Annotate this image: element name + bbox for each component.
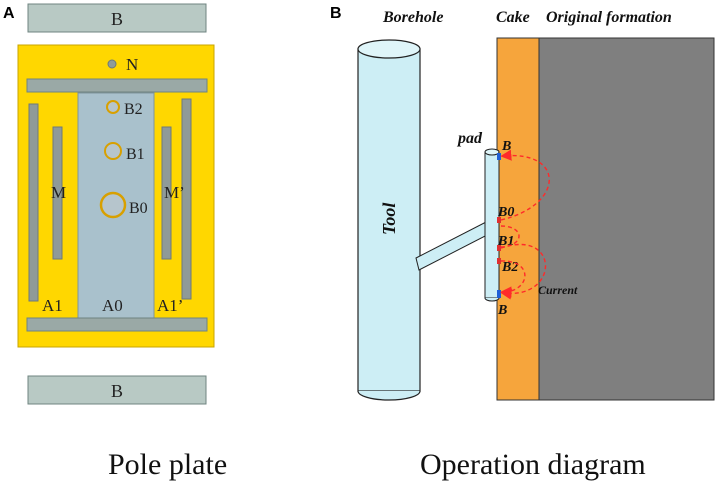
b2-button bbox=[106, 100, 120, 114]
n-label: N bbox=[126, 55, 138, 74]
current-arc-b0-to-top bbox=[500, 149, 550, 221]
top-b-electrode bbox=[27, 3, 207, 33]
b0-label: B0 bbox=[129, 200, 148, 217]
pad-b0-marker bbox=[497, 217, 501, 223]
tool-cylinder bbox=[357, 39, 421, 401]
tool-label: Tool bbox=[379, 203, 399, 235]
pad-b-top-marker bbox=[497, 153, 501, 160]
m-outer-bar bbox=[28, 103, 39, 302]
current-paths bbox=[500, 149, 550, 300]
pad-b2-marker bbox=[497, 258, 501, 264]
bottom-b-label: B bbox=[111, 381, 123, 401]
pole-plate-caption: Pole plate bbox=[108, 448, 228, 481]
original-formation bbox=[538, 37, 715, 401]
current-label: Current bbox=[538, 283, 578, 297]
pad-b2-label: B2 bbox=[501, 260, 518, 275]
m-label: M bbox=[51, 183, 66, 202]
pad-b-bottom-label: B bbox=[497, 303, 507, 318]
formation-label: Original formation bbox=[546, 9, 672, 26]
current-arc-b2-to-bottom bbox=[500, 260, 526, 298]
n-electrode bbox=[107, 59, 117, 69]
b0-button bbox=[99, 191, 127, 219]
pad-b1-label: B1 bbox=[497, 234, 514, 249]
top-bar-electrode bbox=[26, 78, 208, 93]
m-prime-inner-bar bbox=[161, 126, 172, 260]
b1-button bbox=[104, 142, 122, 160]
panel-b-letter: B bbox=[330, 5, 342, 22]
top-b-label: B bbox=[111, 9, 123, 29]
m-inner-bar bbox=[52, 126, 63, 260]
borehole-label: Borehole bbox=[382, 9, 443, 26]
pad-b-bottom-marker bbox=[497, 290, 501, 298]
panel-b: B Borehole Cake Original formation Tool … bbox=[330, 5, 715, 401]
bottom-bar-electrode bbox=[26, 317, 208, 332]
m-prime-outer-bar bbox=[181, 98, 192, 300]
m-prime-label: M’ bbox=[164, 183, 185, 202]
current-arc-b1-inner bbox=[500, 225, 520, 248]
bottom-b-electrode bbox=[27, 375, 207, 405]
pad-cylinder bbox=[484, 148, 500, 302]
b2-label: B2 bbox=[124, 101, 143, 118]
cake-label: Cake bbox=[496, 9, 530, 26]
pad-b0-label: B0 bbox=[497, 205, 514, 220]
pad-b1-marker bbox=[497, 245, 501, 251]
operation-diagram-caption: Operation diagram bbox=[420, 448, 646, 481]
pad-arm bbox=[415, 220, 492, 271]
a1-prime-label: A1’ bbox=[157, 296, 183, 315]
b1-label: B1 bbox=[126, 146, 145, 163]
current-arc-b1-to-bottom bbox=[500, 243, 547, 300]
pad-label: pad bbox=[456, 130, 483, 147]
panel-a-letter: A bbox=[3, 5, 15, 22]
a1-label: A1 bbox=[42, 296, 63, 315]
panel-a: A B N B2 B1 B0 M M’ A1 A0 A1’ bbox=[3, 3, 215, 405]
a0-label: A0 bbox=[102, 296, 123, 315]
pad-b-top-label: B bbox=[501, 139, 511, 154]
